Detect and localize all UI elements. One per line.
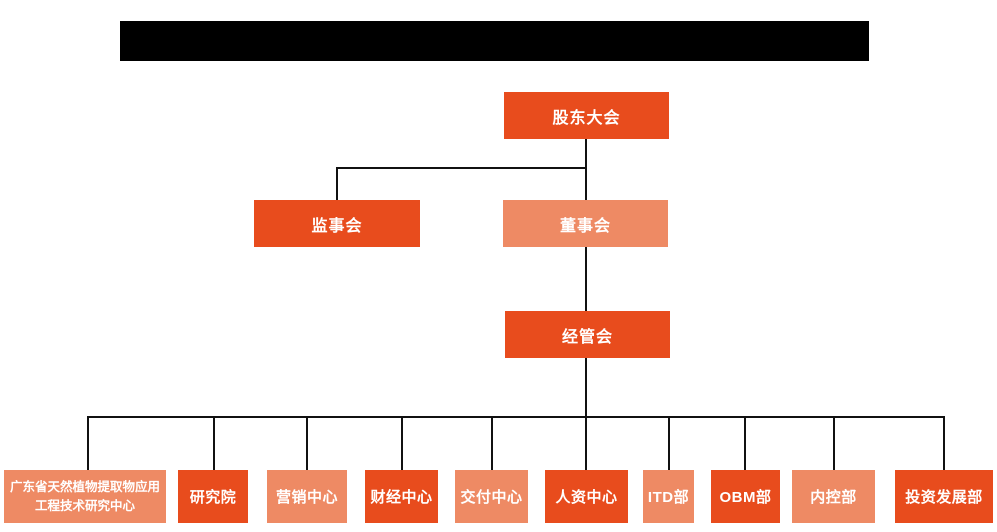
redacted-title-bar [120,21,869,61]
node-label: 研究院 [189,489,237,506]
node-label: 人资中心 [555,489,618,506]
connector-line [585,246,587,312]
connector-line [943,416,945,471]
node-label: 监事会 [311,217,363,235]
connector-line [213,416,215,471]
node-label: 股东大会 [552,109,621,127]
node-dept-marketing-center: 营销中心 [267,470,347,523]
node-dept-research-institute: 研究院 [178,470,248,523]
node-supervisory-board: 监事会 [254,200,420,247]
node-dept-delivery-center: 交付中心 [455,470,528,523]
node-label: 经管会 [561,328,613,346]
node-dept-finance-center: 财经中心 [365,470,438,523]
node-dept-research-center: 广东省天然植物提取物应用工程技术研究中心 [4,470,166,523]
connector-line [833,416,835,471]
node-management-committee: 经管会 [505,311,670,358]
node-label: 财经中心 [370,489,433,506]
connector-line [491,416,493,471]
node-dept-internal-control: 内控部 [792,470,875,523]
connector-line [401,416,403,471]
node-shareholders-meeting: 股东大会 [504,92,669,139]
node-dept-investment-development: 投资发展部 [895,470,993,523]
connector-line [336,167,587,169]
connector-line [87,416,945,418]
node-label: OBM部 [719,489,772,506]
connector-line [87,416,89,471]
connector-line [585,138,587,201]
node-dept-obm: OBM部 [711,470,780,523]
connector-line [744,416,746,471]
connector-line [306,416,308,471]
connector-line [585,416,587,471]
node-label: 广东省天然植物提取物应用工程技术研究中心 [9,480,160,513]
node-label: 董事会 [559,217,611,235]
node-dept-hr-center: 人资中心 [545,470,628,523]
node-label: 内控部 [810,489,857,506]
node-label: 营销中心 [275,489,338,506]
connector-line [585,357,587,418]
connector-line [668,416,670,471]
node-label: ITD部 [647,489,690,506]
node-board-of-directors: 董事会 [503,200,668,247]
node-dept-itd: ITD部 [643,470,694,523]
connector-line [336,167,338,201]
node-label: 投资发展部 [905,489,983,506]
node-label: 交付中心 [460,489,523,506]
